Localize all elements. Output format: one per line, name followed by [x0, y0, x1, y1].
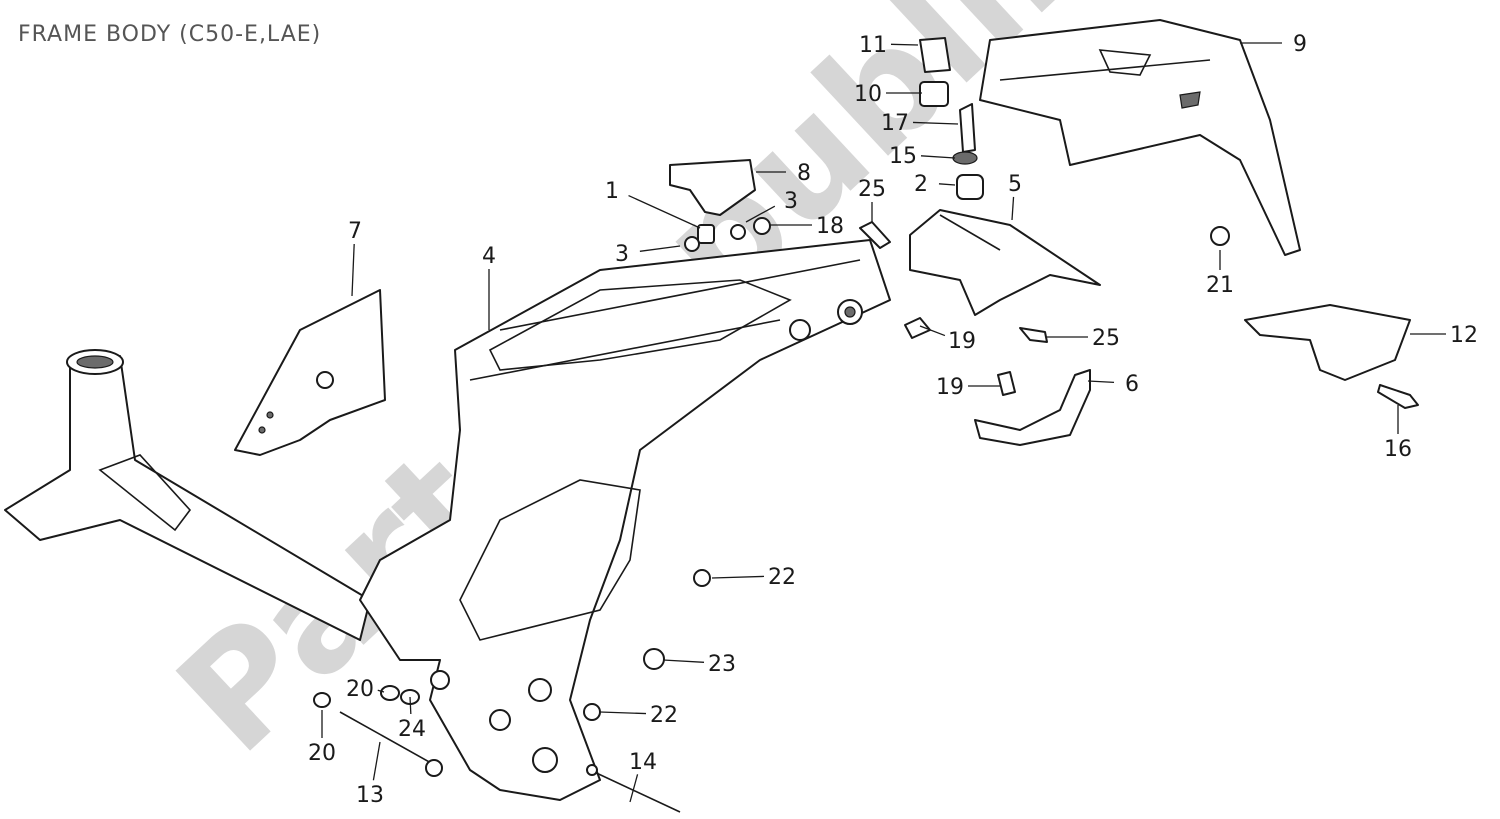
callout-leader	[662, 659, 705, 663]
callout-label: 13	[356, 783, 384, 808]
callout-label: 25	[858, 177, 886, 202]
callout-leader	[920, 155, 956, 159]
callout-leader	[351, 243, 355, 297]
long-bolts	[339, 711, 681, 813]
grommet-stack	[919, 37, 984, 200]
callout-label: 22	[768, 565, 796, 590]
callout-label: 6	[1125, 372, 1139, 397]
callout-label: 25	[1092, 326, 1120, 351]
callout-label: 20	[346, 677, 374, 702]
callout-label: 11	[859, 33, 887, 58]
callout-leader	[1087, 380, 1115, 384]
callout-leader	[890, 43, 919, 46]
bolt-25-lower	[1019, 327, 1048, 343]
callout-leader	[372, 741, 381, 781]
bracket-8	[669, 159, 756, 216]
grab-bar-6	[974, 369, 1091, 446]
callout-leader	[599, 711, 647, 715]
small-fasteners-top	[684, 217, 771, 252]
callout-label: 18	[816, 214, 844, 239]
rear-bracket-5	[909, 209, 1101, 316]
rear-fender-9	[979, 19, 1301, 256]
callout-label: 12	[1450, 323, 1478, 348]
nuts-lower	[583, 569, 711, 721]
callout-leader	[938, 183, 956, 186]
callout-label: 2	[914, 172, 928, 197]
bolt-16	[1377, 384, 1419, 409]
callout-leader	[912, 121, 959, 125]
callout-label: 19	[948, 329, 976, 354]
callout-leader	[639, 245, 681, 252]
callout-label: 9	[1293, 32, 1307, 57]
callout-label: 3	[784, 189, 798, 214]
callout-label: 17	[881, 111, 909, 136]
callout-leader	[711, 575, 765, 579]
callout-leader	[1011, 196, 1015, 221]
callout-label: 23	[708, 652, 736, 677]
callout-label: 4	[482, 244, 496, 269]
callout-leader	[745, 205, 776, 223]
side-plate	[234, 289, 386, 456]
callout-label: 10	[854, 82, 882, 107]
callout-leader	[629, 774, 639, 803]
bolt-19-and-nut-21	[904, 226, 1230, 339]
callout-label: 14	[629, 750, 657, 775]
callout-label: 19	[936, 375, 964, 400]
callout-label: 8	[797, 161, 811, 186]
callout-label: 21	[1206, 273, 1234, 298]
callout-leader	[919, 325, 946, 337]
callout-label: 24	[398, 717, 426, 742]
callout-label: 16	[1384, 437, 1412, 462]
frame-tube	[4, 349, 371, 641]
diagram-title: FRAME BODY (C50-E,LAE)	[18, 22, 322, 47]
callout-label: 7	[348, 219, 362, 244]
carrier-bracket-12	[1244, 304, 1411, 381]
bolt-25-upper	[859, 221, 891, 249]
callout-label: 1	[605, 179, 619, 204]
callout-leader	[377, 689, 385, 693]
callout-label: 5	[1008, 172, 1022, 197]
frame-body	[359, 239, 891, 801]
callout-label: 3	[615, 242, 629, 267]
callout-leader	[628, 194, 701, 229]
callout-label: 22	[650, 703, 678, 728]
callout-leader	[409, 696, 412, 715]
callout-label: 20	[308, 741, 336, 766]
callout-label: 15	[889, 144, 917, 169]
